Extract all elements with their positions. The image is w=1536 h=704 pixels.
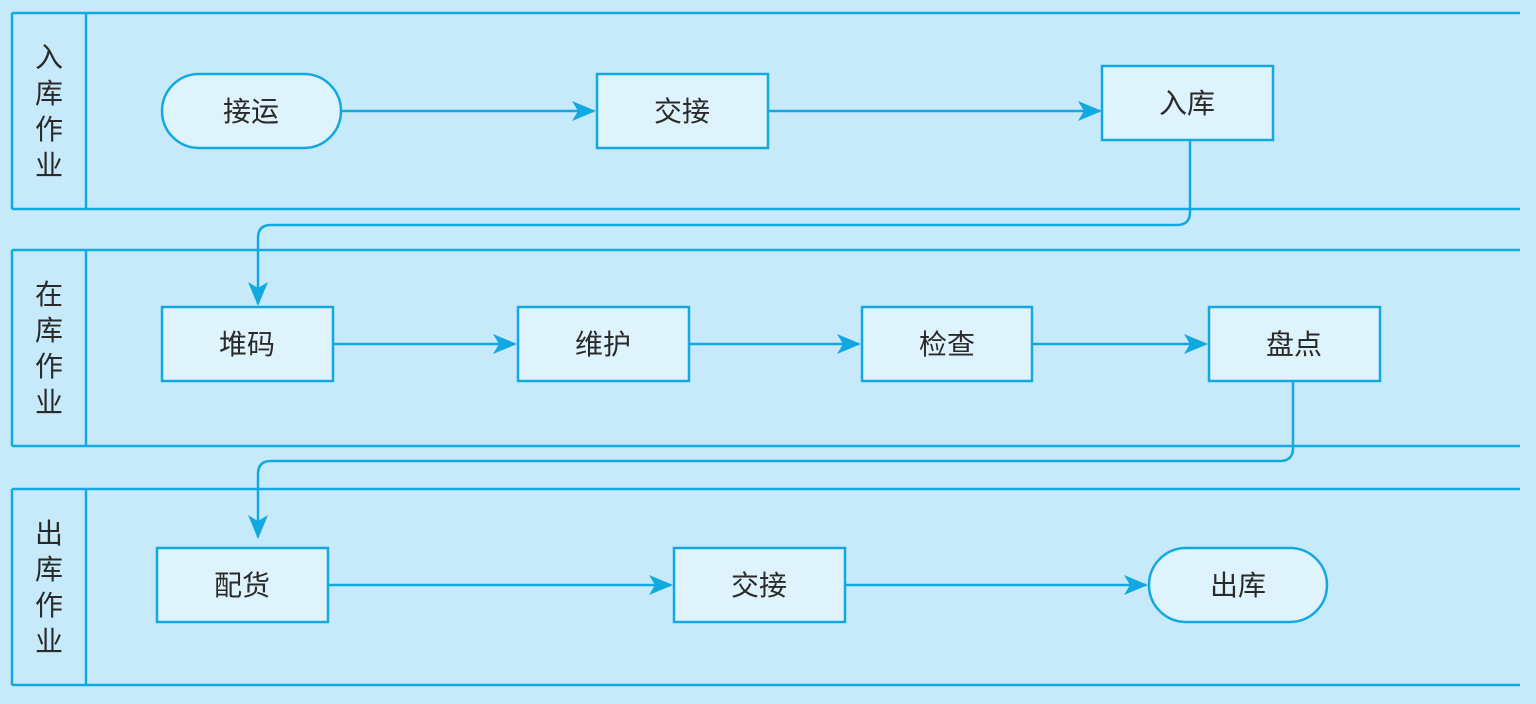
- node-label: 配货: [214, 569, 270, 602]
- node-stocktaking: 盘点: [1207, 305, 1382, 383]
- node-label: 盘点: [1266, 328, 1322, 361]
- connectors: [248, 101, 1295, 595]
- lane-label-char: 作: [35, 113, 63, 146]
- lane-in-storage: 在库作业: [10, 248, 1520, 448]
- arrow-stocktaking-to-allocation: [248, 382, 1295, 539]
- node-label: 维护: [575, 328, 631, 361]
- node-label: 接运: [223, 95, 279, 128]
- lane-label-char: 业: [35, 386, 63, 419]
- lane-label-char: 入: [35, 41, 63, 74]
- node-stacking: 堆码: [160, 305, 335, 383]
- lane-label: 在库作业: [35, 278, 63, 419]
- lane-label-char: 作: [35, 589, 63, 622]
- lane-inbound: 入库作业: [10, 11, 1520, 211]
- node-label: 交接: [731, 569, 787, 602]
- node-label: 堆码: [219, 328, 275, 361]
- lane-label-char: 库: [35, 77, 63, 110]
- lane-label-char: 业: [35, 149, 63, 182]
- node-label: 交接: [654, 95, 710, 128]
- node-outbound: 出库: [1147, 546, 1329, 624]
- node-handover-outbound: 交接: [672, 546, 847, 624]
- node-warehousing: 入库: [1100, 64, 1275, 142]
- arrow-warehousing-to-stacking: [248, 141, 1192, 306]
- node-maintenance: 维护: [516, 305, 691, 383]
- lane-label-char: 库: [35, 553, 63, 586]
- lane-label-char: 出: [35, 517, 63, 550]
- lane-label-char: 作: [35, 350, 63, 383]
- node-label: 入库: [1159, 87, 1215, 120]
- lane-label: 出库作业: [35, 517, 63, 658]
- node-label: 出库: [1210, 569, 1266, 602]
- lane-label: 入库作业: [35, 41, 63, 182]
- node-pickup: 接运: [160, 72, 343, 150]
- lane-outbound: 出库作业: [10, 487, 1520, 687]
- node-handover: 交接: [595, 72, 770, 150]
- lane-label-char: 在: [35, 278, 63, 311]
- lane-label-char: 业: [35, 625, 63, 658]
- lane-label-char: 库: [35, 314, 63, 347]
- node-inspection: 检查: [860, 305, 1034, 383]
- node-allocation: 配货: [155, 546, 330, 624]
- node-label: 检查: [919, 328, 975, 361]
